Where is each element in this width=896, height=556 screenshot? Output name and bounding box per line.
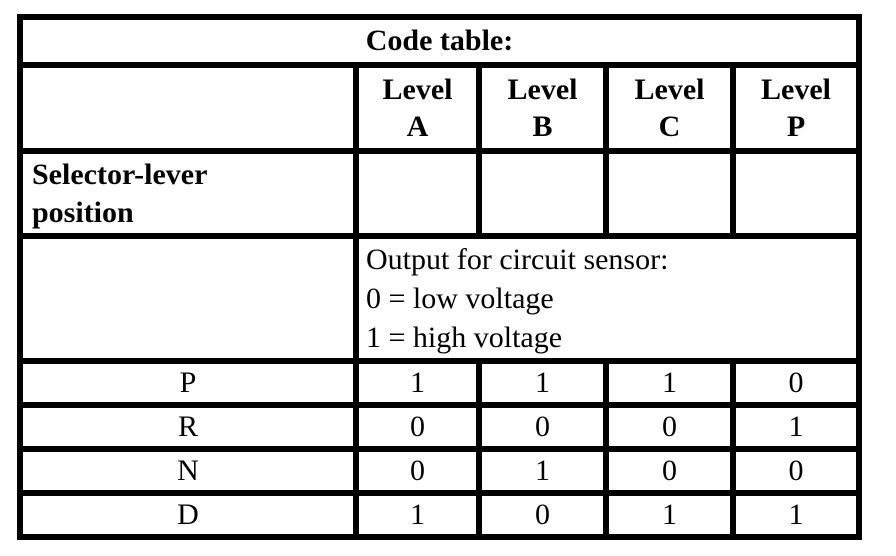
column-header-letter: A — [406, 110, 429, 143]
empty-cell-legend-left — [23, 239, 353, 358]
column-header-label: Level — [382, 73, 453, 106]
value-d-level-b: 0 — [482, 496, 603, 534]
column-header-label: Level — [634, 73, 705, 106]
value-n-level-c: 0 — [609, 452, 730, 490]
empty-cell-level-a — [359, 154, 476, 233]
row-header-selector-lever-position: Selector-lever position — [23, 154, 353, 233]
value-n-level-a: 0 — [359, 452, 476, 490]
legend-line-2: 0 = low voltage — [366, 282, 554, 315]
empty-cell-level-b — [482, 154, 603, 233]
value-r-level-p: 1 — [736, 408, 856, 446]
column-header-letter: P — [786, 110, 806, 143]
column-header-level-p: Level P — [736, 68, 856, 148]
column-header-label: Level — [761, 73, 831, 106]
value-n-level-p: 0 — [736, 452, 856, 490]
legend-line-3: 1 = high voltage — [366, 321, 563, 354]
value-d-level-c: 1 — [609, 496, 730, 534]
row-header-text: Selector-lever position — [32, 157, 207, 229]
position-label-p: P — [23, 364, 353, 402]
position-label-r: R — [23, 408, 353, 446]
column-header-letter: C — [658, 110, 681, 143]
value-p-level-b: 1 — [482, 364, 603, 402]
value-r-level-b: 0 — [482, 408, 603, 446]
value-d-level-a: 1 — [359, 496, 476, 534]
column-header-level-a: Level A — [359, 68, 476, 148]
column-header-label: Level — [507, 73, 578, 106]
value-n-level-b: 1 — [482, 452, 603, 490]
table-title: Code table: — [23, 20, 856, 62]
column-header-letter: B — [532, 110, 553, 143]
legend-cell: Output for circuit sensor: 0 = low volta… — [359, 239, 856, 358]
corner-empty-cell — [23, 68, 353, 148]
value-r-level-c: 0 — [609, 408, 730, 446]
empty-cell-level-c — [609, 154, 730, 233]
value-d-level-p: 1 — [736, 496, 856, 534]
code-table: Code table: Level A Level B Level C Leve… — [17, 14, 862, 540]
value-p-level-c: 1 — [609, 364, 730, 402]
value-r-level-a: 0 — [359, 408, 476, 446]
column-header-level-b: Level B — [482, 68, 603, 148]
value-p-level-p: 0 — [736, 364, 856, 402]
position-label-d: D — [23, 496, 353, 534]
legend-line-1: Output for circuit sensor: — [366, 243, 669, 276]
position-label-n: N — [23, 452, 353, 490]
empty-cell-level-p — [736, 154, 856, 233]
column-header-level-c: Level C — [609, 68, 730, 148]
value-p-level-a: 1 — [359, 364, 476, 402]
